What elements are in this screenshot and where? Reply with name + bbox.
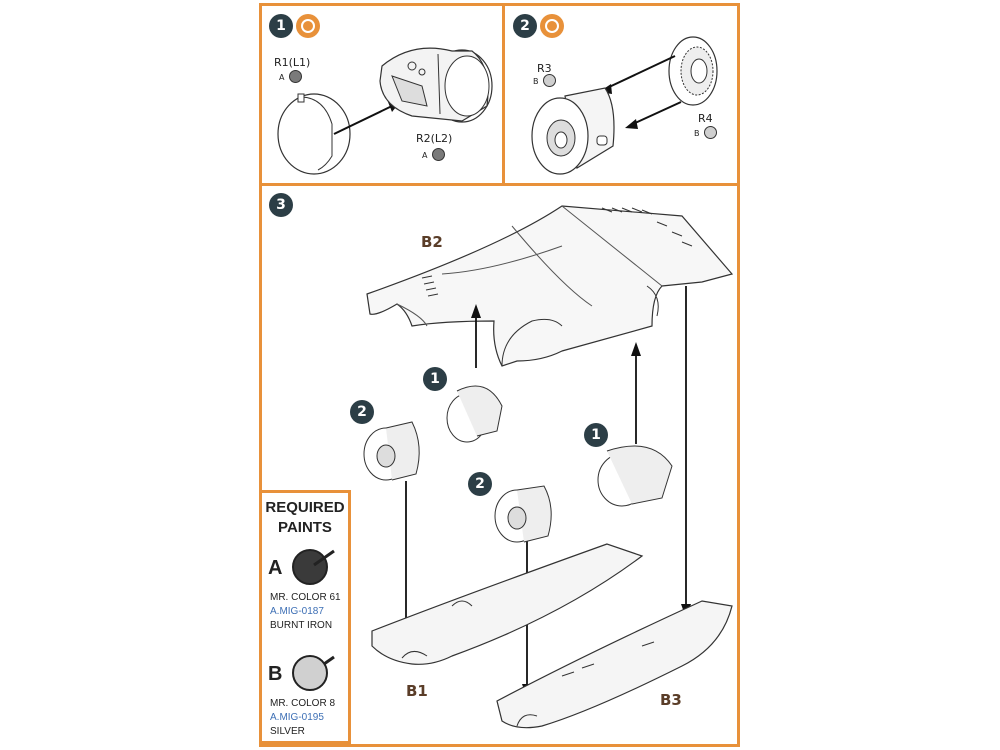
part-b1-label: B1 [406,682,428,700]
legend-title-line1: REQUIRED [265,499,345,516]
required-paints-legend: REQUIRED PAINTS A MR. COLOR 61 A.MIG-018… [259,490,351,744]
paint-b-letter: B [268,663,283,685]
paint-a-mrcolor: MR. COLOR 61 [270,592,341,603]
caution-icon [296,14,320,38]
paint-code-a: A [422,151,428,160]
legend-title-line2: PAINTS [278,519,332,536]
step-3-drawing [363,205,734,729]
callout-step-2: 2 [350,400,374,424]
paint-b-mrcolor: MR. COLOR 8 [270,698,336,709]
callout-step-1: 1 [584,423,608,447]
step-1-panel: 1 R1(L1) A R2(L2) A [259,3,505,186]
part-b3-label: B3 [660,691,682,709]
callout-step-2: 2 [468,472,492,496]
paint-b-name: SILVER [270,726,305,737]
paint-a-letter: A [268,557,283,579]
paint-code-b: B [533,77,539,86]
part-b2-label: B2 [421,233,443,251]
step-1-badge: 1 [269,14,293,38]
paint-a-icon [432,148,445,161]
part-r2-label: R2(L2) [416,132,453,145]
paint-code-a: A [279,73,285,82]
caution-icon [540,14,564,38]
step-2-drawing [531,36,718,175]
step-1-drawing [277,47,493,175]
paint-a-icon [292,549,328,585]
step-2-panel: 2 R3 B R4 B [502,3,740,186]
paint-b-icon [543,74,556,87]
paint-a-mig: A.MIG-0187 [270,606,324,617]
paint-b-icon [292,655,328,691]
paint-a-icon [289,70,302,83]
paint-a-name: BURNT IRON [270,620,333,631]
step-2-badge: 2 [513,14,537,38]
part-r4-label: R4 [698,112,713,125]
part-r1-label: R1(L1) [274,56,311,69]
step-3-panel: 3 B2 B1 B3 1 2 1 2 [259,183,740,747]
paint-code-b: B [694,129,700,138]
step-3-badge: 3 [269,193,293,217]
part-r3-label: R3 [537,62,552,75]
paint-b-icon [704,126,717,139]
paint-b-mig: A.MIG-0195 [270,712,324,723]
callout-step-1: 1 [423,367,447,391]
